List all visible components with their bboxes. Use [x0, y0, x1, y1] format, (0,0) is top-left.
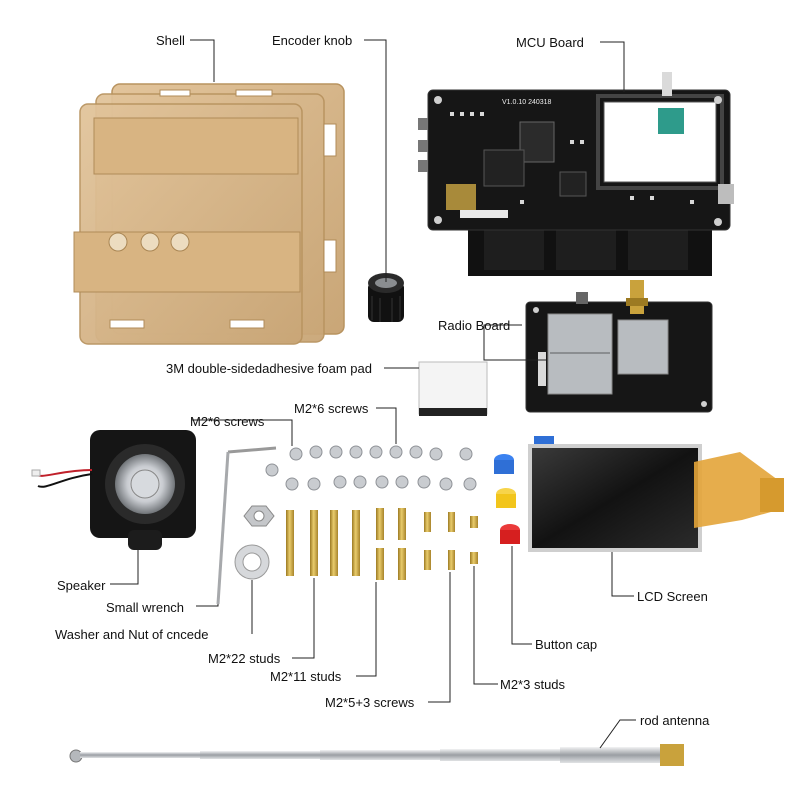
- label-m2x11-studs: M2*11 studs: [270, 669, 342, 684]
- label-m2x5-3-screws: M2*5+3 screws: [325, 695, 415, 710]
- button-caps: [494, 436, 554, 544]
- label-encoder-knob: Encoder knob: [272, 33, 353, 48]
- washer-and-nut: [234, 505, 275, 580]
- label-rod-antenna: rod antenna: [640, 713, 710, 728]
- mcu-version-text: V1.0.10 240318: [502, 99, 552, 106]
- brass-studs: [286, 508, 478, 580]
- speaker: [31, 430, 196, 550]
- rod-antenna: [69, 744, 684, 766]
- shell-panels: [73, 83, 345, 345]
- label-small-wrench: Small wrench: [106, 600, 185, 615]
- small-wrench: [216, 446, 277, 605]
- label-shell: Shell: [156, 33, 185, 48]
- label-button-cap: Button cap: [535, 637, 598, 652]
- leader-lines: [110, 39, 636, 749]
- m2x6-screws: [265, 445, 477, 491]
- label-m2x3-studs: M2*3 studs: [500, 677, 566, 692]
- encoder-knob: [368, 273, 404, 322]
- label-radio-board: Radio Board: [438, 318, 511, 333]
- label-m2x22-studs: M2*22 studs: [208, 651, 281, 666]
- lcd-screen: [528, 444, 784, 552]
- mcu-board: V1.0.10 240318: [418, 72, 734, 276]
- label-foam-pad: 3M double-sidedadhesive foam pad: [166, 361, 372, 376]
- label-lcd-screen: LCD Screen: [637, 589, 708, 604]
- radio-board: [525, 280, 713, 413]
- foam-pad: [418, 361, 488, 416]
- label-mcu-board: MCU Board: [516, 35, 584, 50]
- label-washer-nut: Washer and Nut of cncede: [55, 627, 209, 642]
- label-m2x6-screws-right: M2*6 screws: [294, 401, 369, 416]
- label-speaker: Speaker: [57, 578, 106, 593]
- label-m2x6-screws-left: M2*6 screws: [190, 414, 265, 429]
